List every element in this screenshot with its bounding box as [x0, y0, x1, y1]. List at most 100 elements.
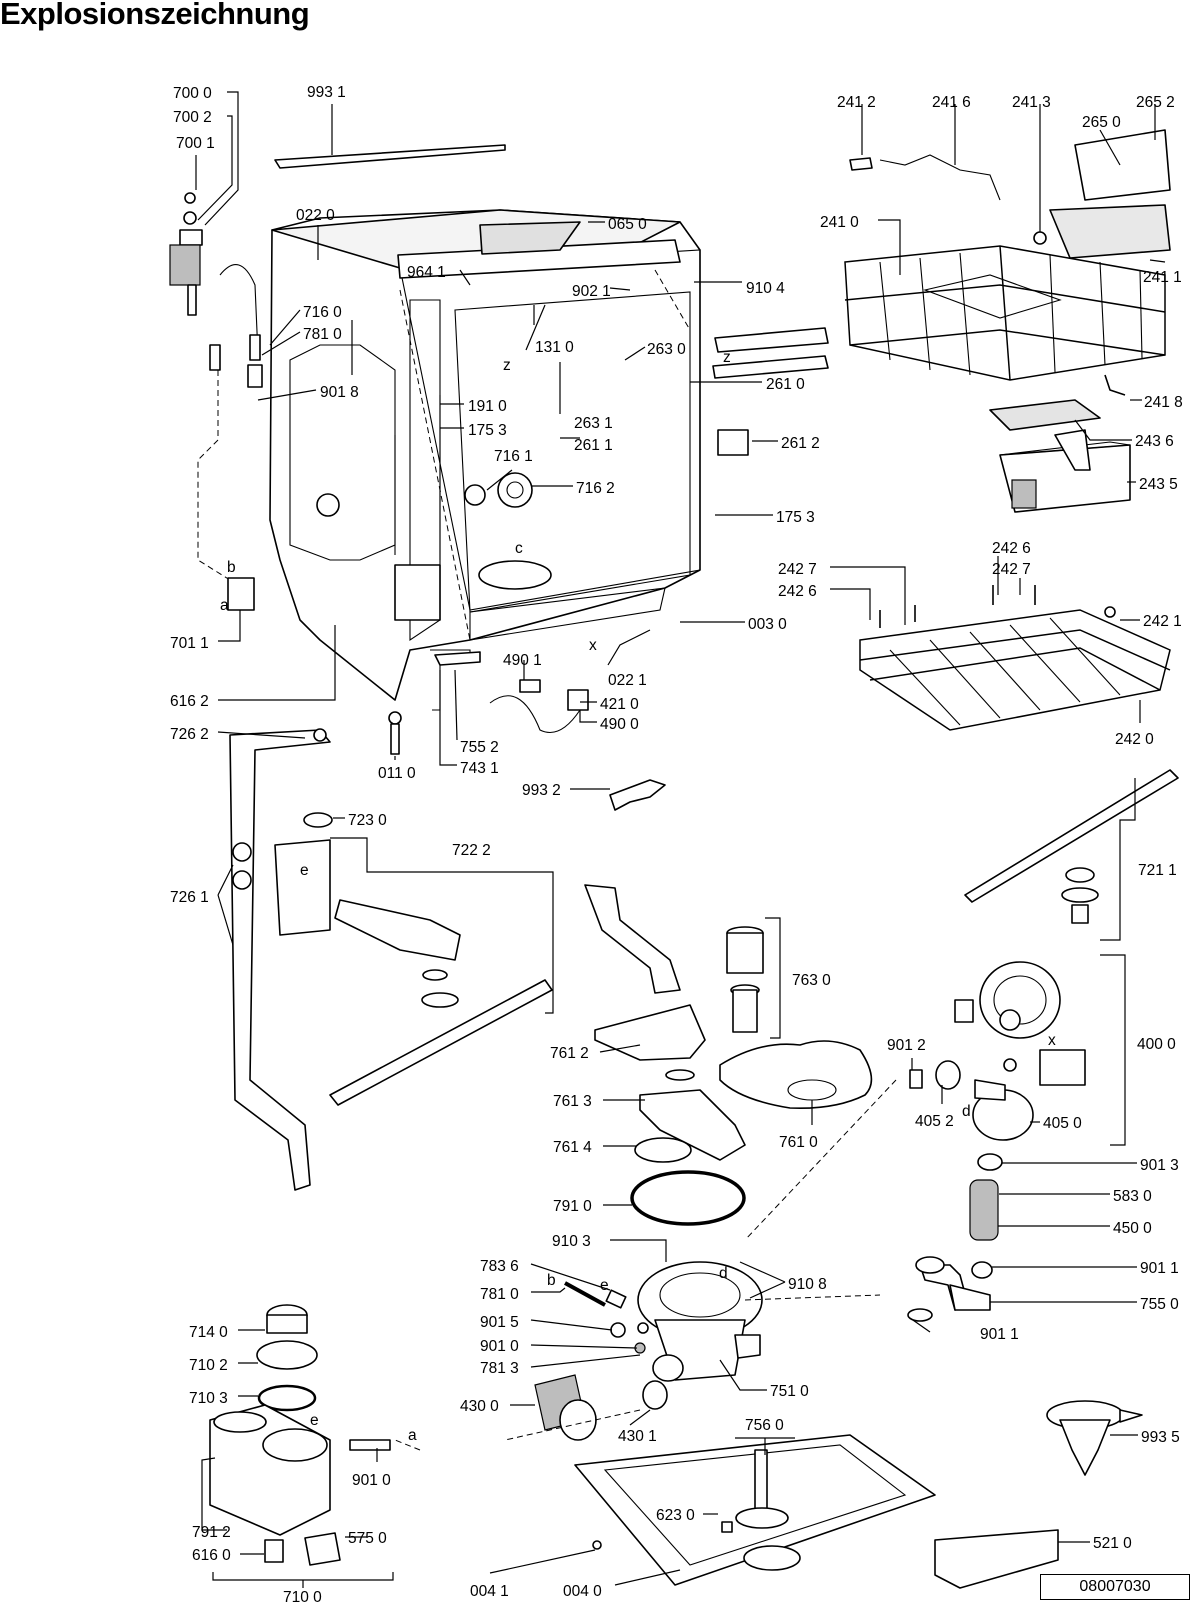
- callout-label: 761 0: [779, 1134, 818, 1151]
- callout-label: 700 0: [173, 85, 212, 102]
- callout-label: 783 6: [480, 1258, 519, 1275]
- callout-label: 710 0: [283, 1589, 322, 1605]
- callout-label: 405 0: [1043, 1115, 1082, 1132]
- marker-x-pump: x: [1048, 1032, 1056, 1049]
- callout-label: 901 0: [480, 1338, 519, 1355]
- callout-label: 700 2: [173, 109, 212, 126]
- callout-label: 242 0: [1115, 731, 1154, 748]
- callout-label: 781 0: [480, 1286, 519, 1303]
- callout-label: 901 8: [320, 384, 359, 401]
- funnel: [1046, 1400, 1143, 1476]
- callout-label: 242 6: [778, 583, 817, 600]
- callout-label: 241 0: [820, 214, 859, 231]
- circulation-pump-motor: [909, 961, 1086, 1141]
- lower-basket: [859, 585, 1171, 731]
- callout-label: 261 1: [574, 437, 613, 454]
- callout-label: 726 1: [170, 889, 209, 906]
- callout-label: 722 2: [452, 842, 491, 859]
- callout-label: 175 3: [776, 509, 815, 526]
- pipe-fitting: [584, 884, 681, 994]
- callout-label: 993 2: [522, 782, 561, 799]
- callout-label: 763 0: [792, 972, 831, 989]
- sealing-ring: [630, 1170, 746, 1226]
- water-softener: [209, 1304, 391, 1566]
- marker-e-softener: e: [310, 1412, 319, 1429]
- callout-label: 242 7: [992, 561, 1031, 578]
- control-panel: [934, 1529, 1059, 1589]
- marker-z-right: z: [723, 349, 731, 366]
- callout-label: 910 3: [552, 1233, 591, 1250]
- upper-basket: [844, 129, 1171, 396]
- callout-label: 065 0: [608, 216, 647, 233]
- tub-frame: [269, 209, 701, 711]
- callout-label: 430 1: [618, 1428, 657, 1445]
- callout-label: 022 1: [608, 672, 647, 689]
- callout-label: 265 2: [1136, 94, 1175, 111]
- callout-label: 243 6: [1135, 433, 1174, 450]
- callout-label: 400 0: [1137, 1036, 1176, 1053]
- callout-label: 761 3: [553, 1093, 592, 1110]
- callout-label: 710 3: [189, 1390, 228, 1407]
- callout-label: 241 2: [837, 94, 876, 111]
- callout-label: 910 8: [788, 1276, 827, 1293]
- callout-label: 175 3: [468, 422, 507, 439]
- callout-label: 751 0: [770, 1383, 809, 1400]
- callout-label: 901 5: [480, 1314, 519, 1331]
- callout-label: 616 2: [170, 693, 209, 710]
- callout-label: 265 0: [1082, 114, 1121, 131]
- callout-label: 450 0: [1113, 1220, 1152, 1237]
- callout-label: 131 0: [535, 339, 574, 356]
- callout-label: 405 2: [915, 1113, 954, 1130]
- marker-e-heater: e: [600, 1277, 609, 1294]
- callout-label: 755 2: [460, 739, 499, 756]
- marker-a-softener: a: [408, 1427, 417, 1444]
- callout-label: 901 2: [887, 1037, 926, 1054]
- leader-lines: [195, 91, 1166, 1588]
- upper-spray-arm: [274, 812, 553, 1106]
- callout-label: 242 7: [778, 561, 817, 578]
- lower-spray-arm: [964, 769, 1179, 924]
- callout-label: 726 2: [170, 726, 209, 743]
- marker-c: c: [515, 540, 523, 557]
- callout-label: 575 0: [348, 1530, 387, 1547]
- marker-d-sump: d: [719, 1265, 728, 1282]
- callout-label: 714 0: [189, 1324, 228, 1341]
- callout-label: 421 0: [600, 696, 639, 713]
- callout-label: 716 0: [303, 304, 342, 321]
- callout-label: 261 0: [766, 376, 805, 393]
- callout-label: 623 0: [656, 1507, 695, 1524]
- marker-e-arm: e: [300, 862, 309, 879]
- door-switch: [227, 577, 255, 611]
- top-strip: [274, 144, 506, 169]
- filter-plates: [594, 1004, 873, 1163]
- callout-label: 755 0: [1140, 1296, 1179, 1313]
- marker-d-pump: d: [962, 1103, 971, 1120]
- callout-label: 241 3: [1012, 94, 1051, 111]
- callout-label: 721 1: [1138, 862, 1177, 879]
- callout-label: 583 0: [1113, 1188, 1152, 1205]
- callout-label: 910 4: [746, 280, 785, 297]
- callout-label: 616 0: [192, 1547, 231, 1564]
- callout-label: 781 0: [303, 326, 342, 343]
- callout-label: 701 1: [170, 635, 209, 652]
- callout-label: 242 1: [1143, 613, 1182, 630]
- callout-label: 743 1: [460, 760, 499, 777]
- callout-label: 003 0: [748, 616, 787, 633]
- callout-label: 241 1: [1143, 269, 1182, 286]
- callout-label: 521 0: [1093, 1535, 1132, 1552]
- callout-label: 716 2: [576, 480, 615, 497]
- marker-a-valve: a: [220, 597, 229, 614]
- drain-pump: [534, 1374, 597, 1441]
- callout-label: 993 1: [307, 84, 346, 101]
- callout-label: 241 6: [932, 94, 971, 111]
- callout-label: 756 0: [745, 1417, 784, 1434]
- callout-label: 191 0: [468, 398, 507, 415]
- marker-b-valve: b: [227, 559, 236, 576]
- callout-label: 723 0: [348, 812, 387, 829]
- marker-z-left: z: [503, 357, 511, 374]
- pump-sump: [637, 1261, 763, 1382]
- callout-label: 241 8: [1144, 394, 1183, 411]
- callout-label: 022 0: [296, 207, 335, 224]
- callout-label: 490 0: [600, 716, 639, 733]
- marker-b-heater: b: [547, 1272, 556, 1289]
